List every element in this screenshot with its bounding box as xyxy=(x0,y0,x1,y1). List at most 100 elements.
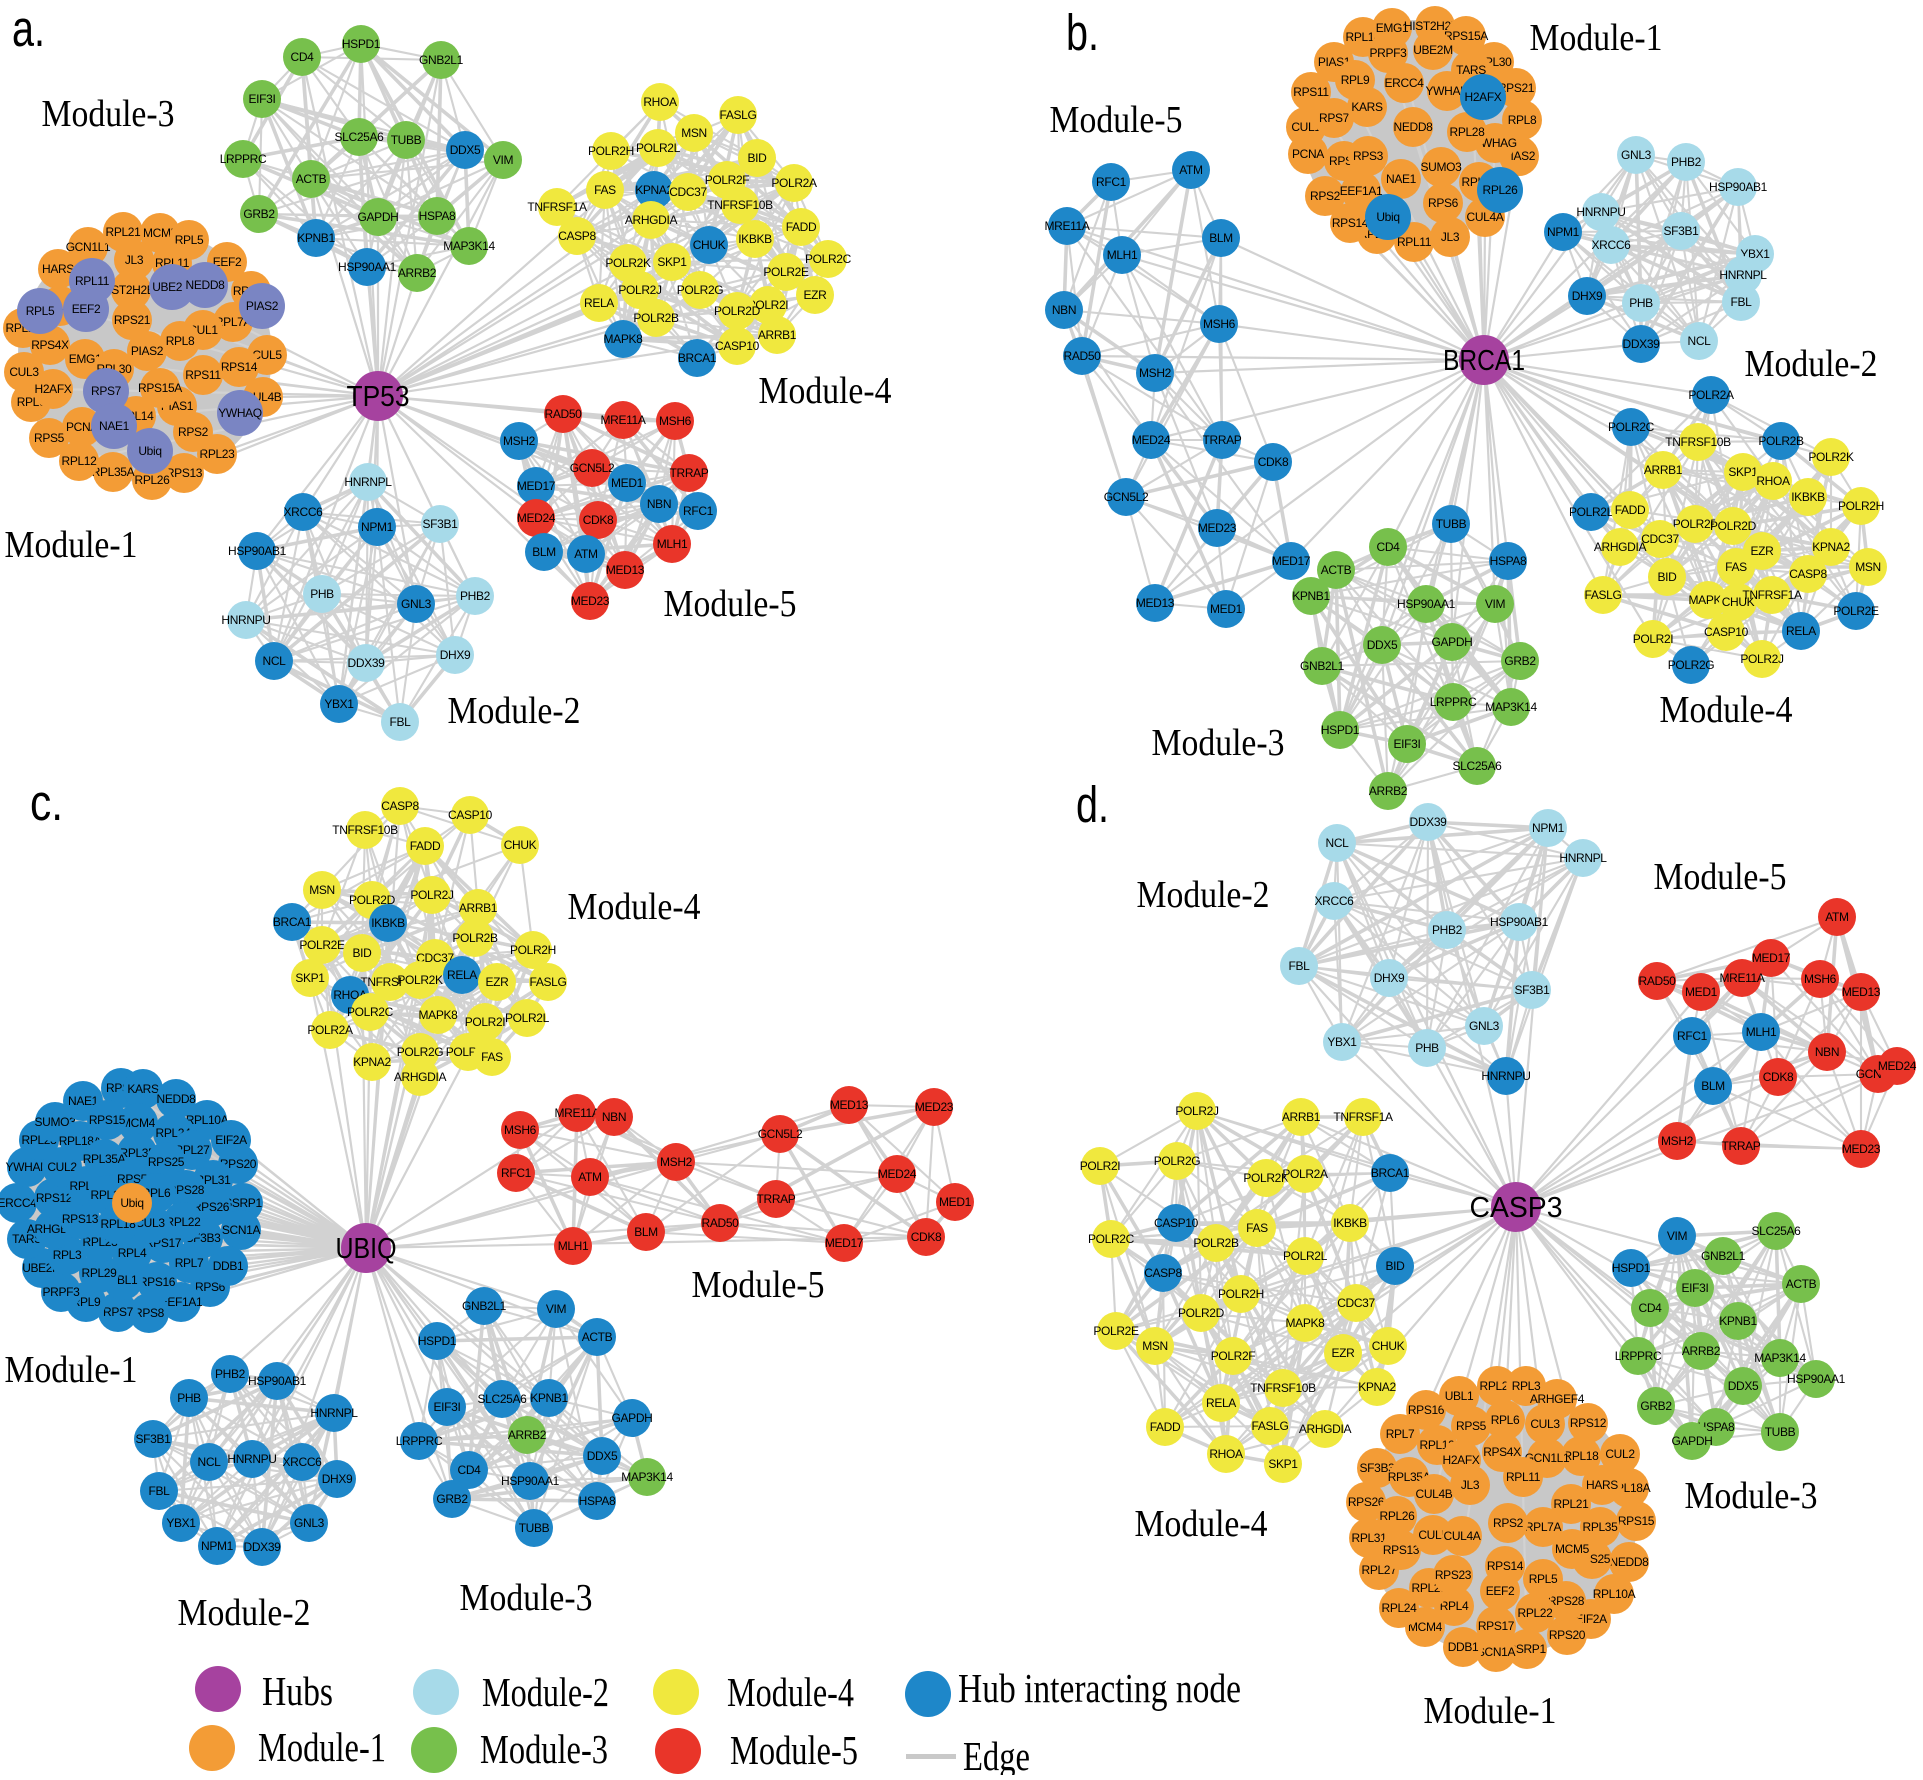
svg-text:VIM: VIM xyxy=(493,153,514,167)
svg-text:NCL: NCL xyxy=(1688,334,1712,348)
svg-text:HSPA8: HSPA8 xyxy=(579,1494,616,1508)
svg-text:FBL: FBL xyxy=(1289,959,1311,973)
svg-text:RPL21: RPL21 xyxy=(106,225,142,239)
svg-text:MED17: MED17 xyxy=(825,1236,864,1250)
svg-text:GNB2L1: GNB2L1 xyxy=(419,53,464,67)
svg-text:POLR2F: POLR2F xyxy=(1673,517,1718,531)
svg-text:VIM: VIM xyxy=(546,1302,567,1316)
svg-text:HNRNPL: HNRNPL xyxy=(310,1406,358,1420)
svg-text:HNRNPL: HNRNPL xyxy=(1719,268,1767,282)
svg-text:POLR2A: POLR2A xyxy=(307,1023,353,1037)
svg-text:POLR2A: POLR2A xyxy=(1688,388,1734,402)
svg-text:IKBKB: IKBKB xyxy=(738,232,772,246)
svg-text:RPL3: RPL3 xyxy=(53,1248,82,1262)
svg-text:MAPK8: MAPK8 xyxy=(1286,1316,1326,1330)
svg-text:MED13: MED13 xyxy=(606,563,645,577)
svg-text:BRCA1: BRCA1 xyxy=(273,915,312,929)
svg-text:TUBB: TUBB xyxy=(1765,1425,1796,1439)
svg-text:HSPA8: HSPA8 xyxy=(419,209,456,223)
svg-text:HARS: HARS xyxy=(42,262,74,276)
svg-text:KPNA2: KPNA2 xyxy=(1358,1380,1396,1394)
svg-text:POLR2K: POLR2K xyxy=(1243,1171,1289,1185)
svg-text:MCM4: MCM4 xyxy=(121,1116,156,1130)
svg-text:TARS: TARS xyxy=(12,1232,42,1246)
svg-text:TNFRSF1A: TNFRSF1A xyxy=(1742,588,1802,602)
svg-text:RPS15A: RPS15A xyxy=(1444,29,1488,43)
svg-text:ARHGEF4: ARHGEF4 xyxy=(1530,1392,1585,1406)
svg-text:RPL6: RPL6 xyxy=(1491,1413,1520,1427)
svg-text:PHB: PHB xyxy=(1415,1041,1439,1055)
svg-text:RPL11: RPL11 xyxy=(75,274,110,288)
svg-text:PRPF3: PRPF3 xyxy=(43,1285,81,1299)
svg-text:Module-1: Module-1 xyxy=(5,1349,138,1391)
svg-text:MSN: MSN xyxy=(1142,1339,1168,1353)
svg-text:RPL7A: RPL7A xyxy=(215,315,252,329)
svg-text:LRPPRC: LRPPRC xyxy=(220,152,267,166)
svg-text:GAPDH: GAPDH xyxy=(358,210,399,224)
svg-text:Edge: Edge xyxy=(963,1733,1030,1775)
svg-text:SLC25A6: SLC25A6 xyxy=(1453,759,1503,773)
svg-text:VIM: VIM xyxy=(1667,1229,1688,1243)
svg-text:POLR2C: POLR2C xyxy=(347,1005,394,1019)
svg-text:DDX39: DDX39 xyxy=(348,656,386,670)
svg-text:CDC37: CDC37 xyxy=(669,185,707,199)
svg-text:TUBB: TUBB xyxy=(391,133,422,147)
svg-text:GCN5L2: GCN5L2 xyxy=(570,461,615,475)
svg-text:RPS13: RPS13 xyxy=(1383,1543,1420,1557)
svg-text:CASP8: CASP8 xyxy=(381,799,419,813)
svg-text:YBX1: YBX1 xyxy=(166,1516,196,1530)
svg-text:MAPK8: MAPK8 xyxy=(604,332,644,346)
svg-text:ARHGDIA: ARHGDIA xyxy=(1299,1422,1352,1436)
svg-text:POLR2J: POLR2J xyxy=(1740,652,1784,666)
svg-text:RPS20: RPS20 xyxy=(220,1157,257,1171)
svg-text:Module-5: Module-5 xyxy=(1654,856,1787,898)
svg-text:MSH2: MSH2 xyxy=(1661,1134,1694,1148)
svg-text:CUL5: CUL5 xyxy=(252,348,282,362)
svg-text:RPS13: RPS13 xyxy=(166,466,203,480)
svg-text:EEF2: EEF2 xyxy=(72,302,101,316)
svg-text:BLM: BLM xyxy=(1701,1079,1725,1093)
svg-text:Module-1: Module-1 xyxy=(1424,1690,1557,1732)
svg-text:POLR2H: POLR2H xyxy=(588,144,634,158)
svg-text:GCN1L1: GCN1L1 xyxy=(66,240,111,254)
svg-text:RPS12: RPS12 xyxy=(1570,1416,1607,1430)
svg-text:RFC1: RFC1 xyxy=(1096,175,1127,189)
svg-text:XRCC6: XRCC6 xyxy=(284,505,324,519)
svg-text:RPL7A: RPL7A xyxy=(1525,1520,1562,1534)
svg-text:Ubiq: Ubiq xyxy=(1376,210,1399,224)
svg-text:NAE1: NAE1 xyxy=(99,419,130,433)
svg-text:FADD: FADD xyxy=(786,220,817,234)
svg-text:POLR2E: POLR2E xyxy=(299,938,345,952)
svg-text:KARS: KARS xyxy=(1351,100,1383,114)
svg-text:FASLG: FASLG xyxy=(1252,1419,1289,1433)
svg-text:RPL7: RPL7 xyxy=(1386,1427,1415,1441)
svg-text:CUL5: CUL5 xyxy=(1418,1528,1448,1542)
svg-text:Module-4: Module-4 xyxy=(568,886,701,928)
svg-text:CDC37: CDC37 xyxy=(416,951,454,965)
svg-text:Module-2: Module-2 xyxy=(178,1592,311,1634)
svg-text:RPS21: RPS21 xyxy=(114,313,151,327)
svg-text:GRB2: GRB2 xyxy=(436,1492,468,1506)
svg-text:Module-3: Module-3 xyxy=(1685,1475,1818,1517)
svg-text:RELA: RELA xyxy=(1786,624,1816,638)
svg-text:KPNB1: KPNB1 xyxy=(1719,1314,1757,1328)
svg-text:RPS8: RPS8 xyxy=(134,1306,165,1320)
svg-text:RPL35A: RPL35A xyxy=(92,465,135,479)
svg-text:RPL23: RPL23 xyxy=(200,447,236,461)
svg-text:TUBB: TUBB xyxy=(519,1521,550,1535)
svg-text:EEF2: EEF2 xyxy=(213,255,242,269)
svg-text:CHUK: CHUK xyxy=(693,238,726,252)
svg-text:UBL1: UBL1 xyxy=(1445,1389,1474,1403)
svg-text:Module-4: Module-4 xyxy=(759,370,892,412)
svg-text:ARRB1: ARRB1 xyxy=(1644,463,1683,477)
svg-text:TNFRSF10B: TNFRSF10B xyxy=(707,198,773,212)
svg-text:ACTB: ACTB xyxy=(582,1330,613,1344)
svg-text:H2AFX: H2AFX xyxy=(1465,90,1502,104)
svg-text:YBX1: YBX1 xyxy=(1327,1035,1357,1049)
svg-text:HSP90AA1: HSP90AA1 xyxy=(338,260,397,274)
svg-text:CASP10: CASP10 xyxy=(715,339,760,353)
svg-text:CUL2: CUL2 xyxy=(1605,1447,1635,1461)
svg-text:JL3: JL3 xyxy=(1461,1478,1480,1492)
svg-text:ARRB1: ARRB1 xyxy=(1282,1110,1321,1124)
svg-text:NBN: NBN xyxy=(1815,1045,1839,1059)
